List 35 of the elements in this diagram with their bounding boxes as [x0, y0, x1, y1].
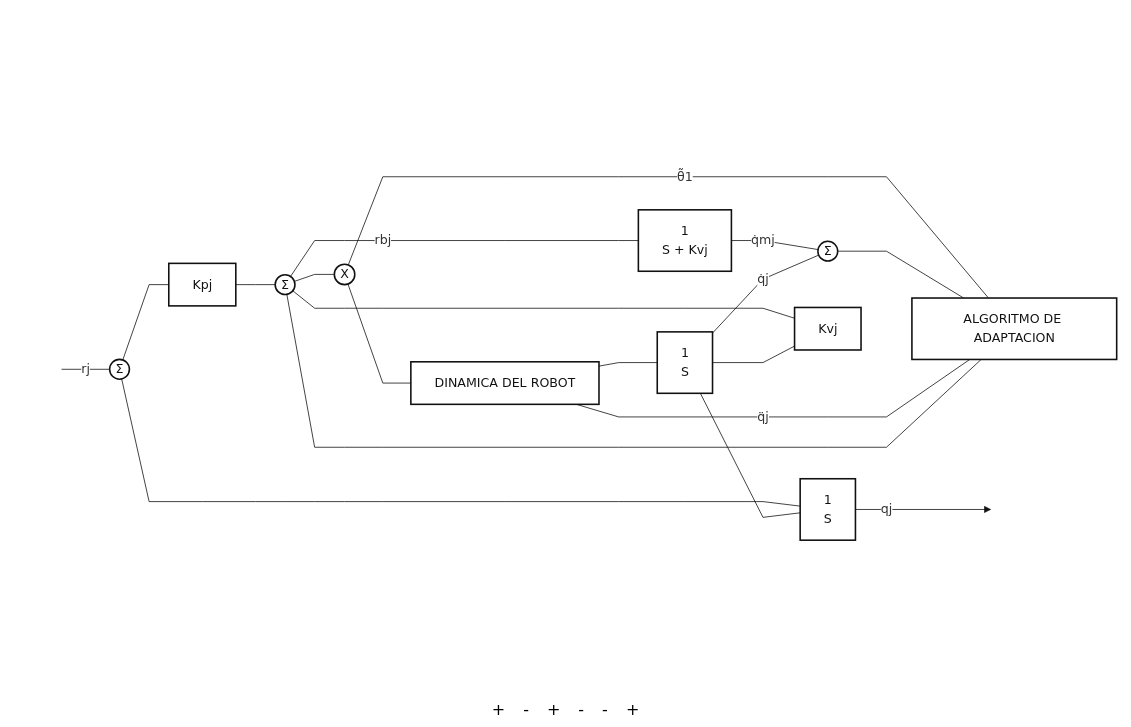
connector	[286, 294, 982, 448]
node-circle: X	[333, 263, 356, 286]
edge-label: qj	[880, 501, 893, 517]
connector	[294, 274, 335, 283]
edge-label: q̇j	[757, 271, 769, 287]
connector	[235, 284, 276, 286]
node-box: 1 S	[656, 331, 714, 395]
node-box: 1 S	[799, 478, 857, 542]
node-box: Kvj	[793, 306, 862, 352]
connector	[292, 290, 795, 319]
connector	[837, 251, 965, 299]
connector	[598, 362, 658, 367]
node-circle: Σ	[817, 240, 839, 263]
edge-label: q̈j	[757, 409, 769, 425]
connector	[121, 378, 801, 507]
node-box: 1 S + Kvj	[637, 209, 733, 273]
sign-label: -	[523, 700, 529, 719]
node-circle: Σ	[108, 358, 131, 381]
node-box: DINAMICA DEL ROBOT	[410, 361, 600, 406]
edge-label: rj	[81, 361, 90, 377]
node-box: ALGORITMO DE ADAPTACION	[911, 297, 1118, 361]
edge-label: q̇mj	[751, 232, 775, 248]
connector	[712, 345, 795, 364]
sign-label: +	[491, 700, 506, 719]
connector	[700, 393, 801, 518]
edge-label: θ̃1	[677, 169, 693, 185]
node-box: Kpj	[168, 262, 237, 307]
sign-label: -	[578, 700, 585, 719]
sign-label: -	[602, 700, 608, 719]
connector	[290, 240, 639, 278]
sign-label: +	[546, 700, 561, 719]
connector	[347, 176, 989, 299]
node-circle: Σ	[274, 274, 296, 296]
sign-label: +	[625, 700, 640, 719]
edge-label: rbj	[374, 232, 392, 248]
